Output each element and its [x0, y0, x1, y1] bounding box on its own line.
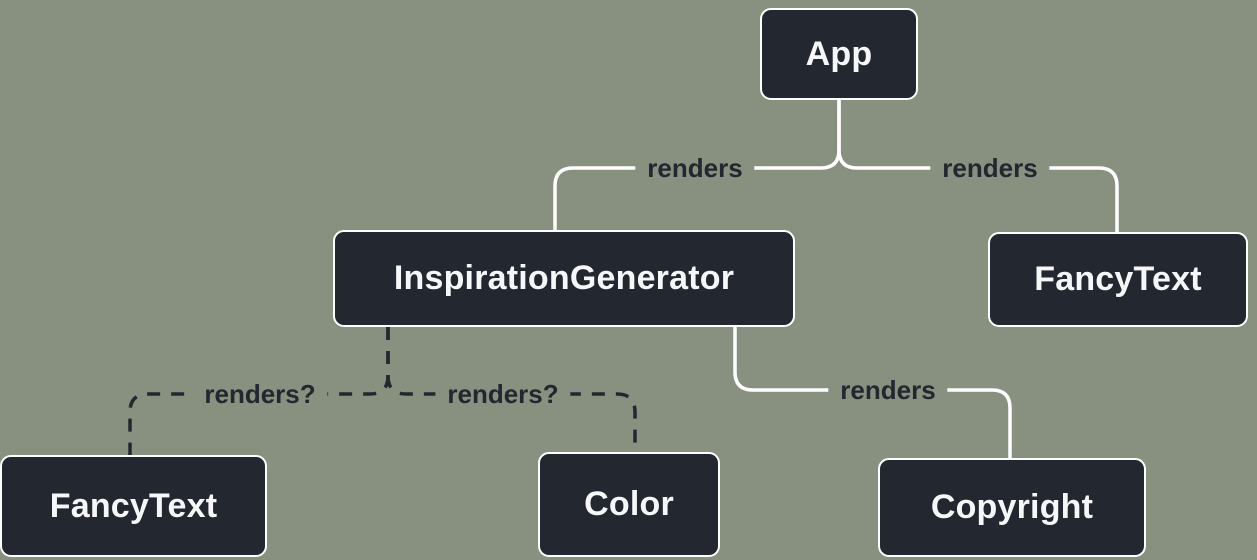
edge-label-renders-right: renders — [930, 151, 1050, 185]
node-copyright: Copyright — [878, 458, 1146, 557]
node-fancytext-left: FancyText — [0, 455, 267, 557]
node-fancytext-left-label: FancyText — [49, 486, 218, 525]
node-inspirationgenerator-label: InspirationGenerator — [393, 259, 735, 297]
node-app: App — [760, 8, 918, 100]
node-fancytext-right-label: FancyText — [1034, 260, 1202, 298]
edge-label-renders-conditional-right: renders? — [435, 377, 571, 411]
edge-label-renders-conditional-left: renders? — [192, 377, 328, 411]
node-color: Color — [538, 452, 720, 557]
edge-label-renders-left: renders — [635, 151, 755, 185]
edge-label-renders-bottom: renders — [828, 373, 948, 407]
node-app-label: App — [805, 34, 873, 73]
edge-inspirationgenerator-to-color — [386, 327, 637, 452]
node-fancytext-right: FancyText — [988, 232, 1248, 327]
node-copyright-label: Copyright — [930, 488, 1094, 526]
edge-inspirationgenerator-to-fancytext-left — [128, 327, 390, 455]
node-color-label: Color — [584, 485, 674, 523]
node-inspirationgenerator: InspirationGenerator — [333, 230, 795, 327]
